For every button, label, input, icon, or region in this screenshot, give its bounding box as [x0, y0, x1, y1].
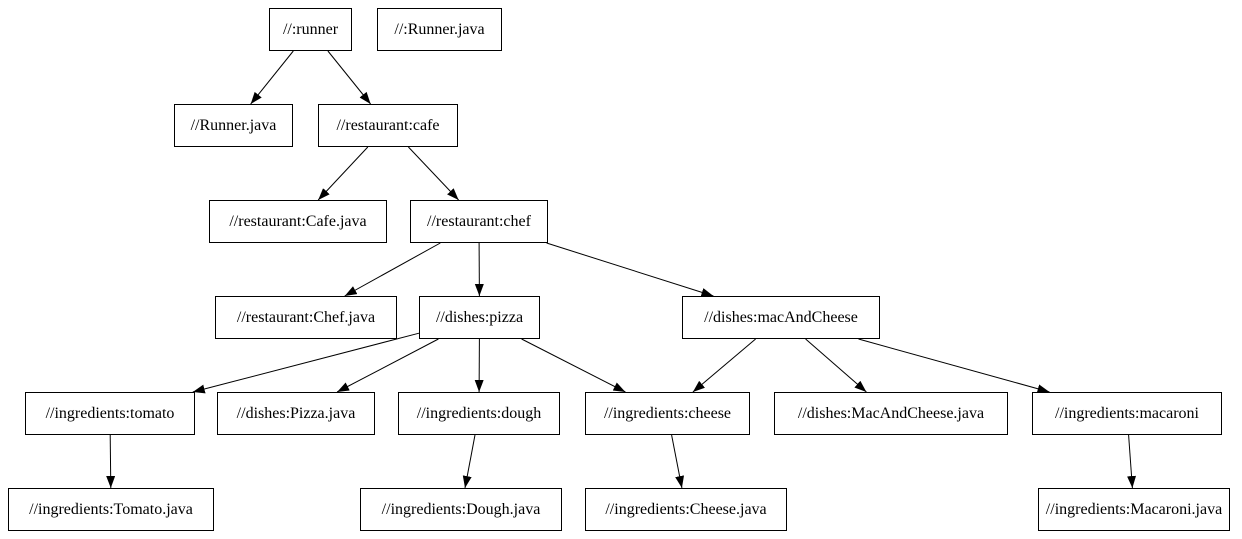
graph-node-cafe-java: //restaurant:Cafe.java: [209, 200, 387, 243]
graph-node-runner-java-file: //Runner.java: [174, 104, 293, 147]
edge-macaroni-to-macaroni-java: [1127, 434, 1137, 489]
graph-node-chef: //restaurant:chef: [410, 200, 548, 243]
edge-cheese-to-cheese-java: [671, 434, 685, 489]
node-label: //restaurant:chef: [427, 212, 531, 230]
graph-node-dough-java: //ingredients:Dough.java: [360, 488, 562, 531]
graph-node-runner: //:runner: [269, 8, 352, 51]
node-label: //ingredients:Dough.java: [381, 500, 541, 518]
edge-chef-to-chef-java: [344, 242, 441, 297]
edge-tomato-to-tomato-java: [106, 434, 116, 489]
edge-macandcheese-to-cheese: [692, 338, 756, 393]
node-label: //restaurant:Chef.java: [236, 308, 376, 326]
node-label: //ingredients:dough: [416, 404, 542, 422]
graph-node-chef-java: //restaurant:Chef.java: [215, 296, 397, 339]
edge-runner-to-runner-java-file: [250, 50, 294, 105]
edge-cafe-to-chef: [408, 146, 459, 201]
edge-macandcheese-to-macaroni: [858, 338, 1050, 394]
node-label: //restaurant:cafe: [336, 116, 440, 134]
node-label: //Runner.java: [190, 116, 277, 134]
edge-pizza-to-pizza-java: [336, 338, 439, 393]
edge-cafe-to-cafe-java: [317, 146, 369, 201]
edge-pizza-to-tomato: [192, 332, 420, 394]
graph-node-cheese: //ingredients:cheese: [585, 392, 750, 435]
edge-pizza-to-cheese: [521, 338, 626, 393]
graph-node-macandcheese: //dishes:macAndCheese: [682, 296, 880, 339]
graph-node-macandcheese-java: //dishes:MacAndCheese.java: [774, 392, 1008, 435]
graph-node-pizza-java: //dishes:Pizza.java: [217, 392, 375, 435]
graph-node-macaroni-java: //ingredients:Macaroni.java: [1038, 488, 1230, 531]
node-label: //ingredients:Macaroni.java: [1045, 500, 1223, 518]
node-label: //restaurant:Cafe.java: [229, 212, 367, 230]
node-label: //:runner: [282, 20, 339, 38]
graph-node-tomato: //ingredients:tomato: [25, 392, 195, 435]
node-label: //ingredients:Cheese.java: [605, 500, 767, 518]
node-label: //ingredients:cheese: [603, 404, 732, 422]
graph-node-runner-java-label: //:Runner.java: [377, 8, 502, 51]
node-label: //dishes:Pizza.java: [236, 404, 356, 422]
node-label: //dishes:pizza: [435, 308, 524, 326]
node-label: //ingredients:macaroni: [1055, 404, 1199, 422]
graph-node-tomato-java: //ingredients:Tomato.java: [8, 488, 214, 531]
edge-chef-to-macandcheese: [546, 242, 714, 297]
edge-runner-to-cafe: [327, 50, 371, 105]
node-label: //ingredients:Tomato.java: [29, 500, 193, 518]
edge-dough-to-dough-java: [462, 434, 476, 489]
node-label: //ingredients:tomato: [45, 404, 175, 422]
node-label: //dishes:MacAndCheese.java: [797, 404, 985, 422]
edge-macandcheese-to-macandcheese-java: [805, 338, 867, 393]
graph-node-cheese-java: //ingredients:Cheese.java: [585, 488, 787, 531]
node-label: //dishes:macAndCheese: [704, 308, 858, 326]
graph-node-dough: //ingredients:dough: [398, 392, 560, 435]
graph-node-cafe: //restaurant:cafe: [318, 104, 458, 147]
node-label: //:Runner.java: [394, 20, 485, 38]
graph-node-pizza: //dishes:pizza: [419, 296, 540, 339]
graph-node-macaroni: //ingredients:macaroni: [1032, 392, 1222, 435]
